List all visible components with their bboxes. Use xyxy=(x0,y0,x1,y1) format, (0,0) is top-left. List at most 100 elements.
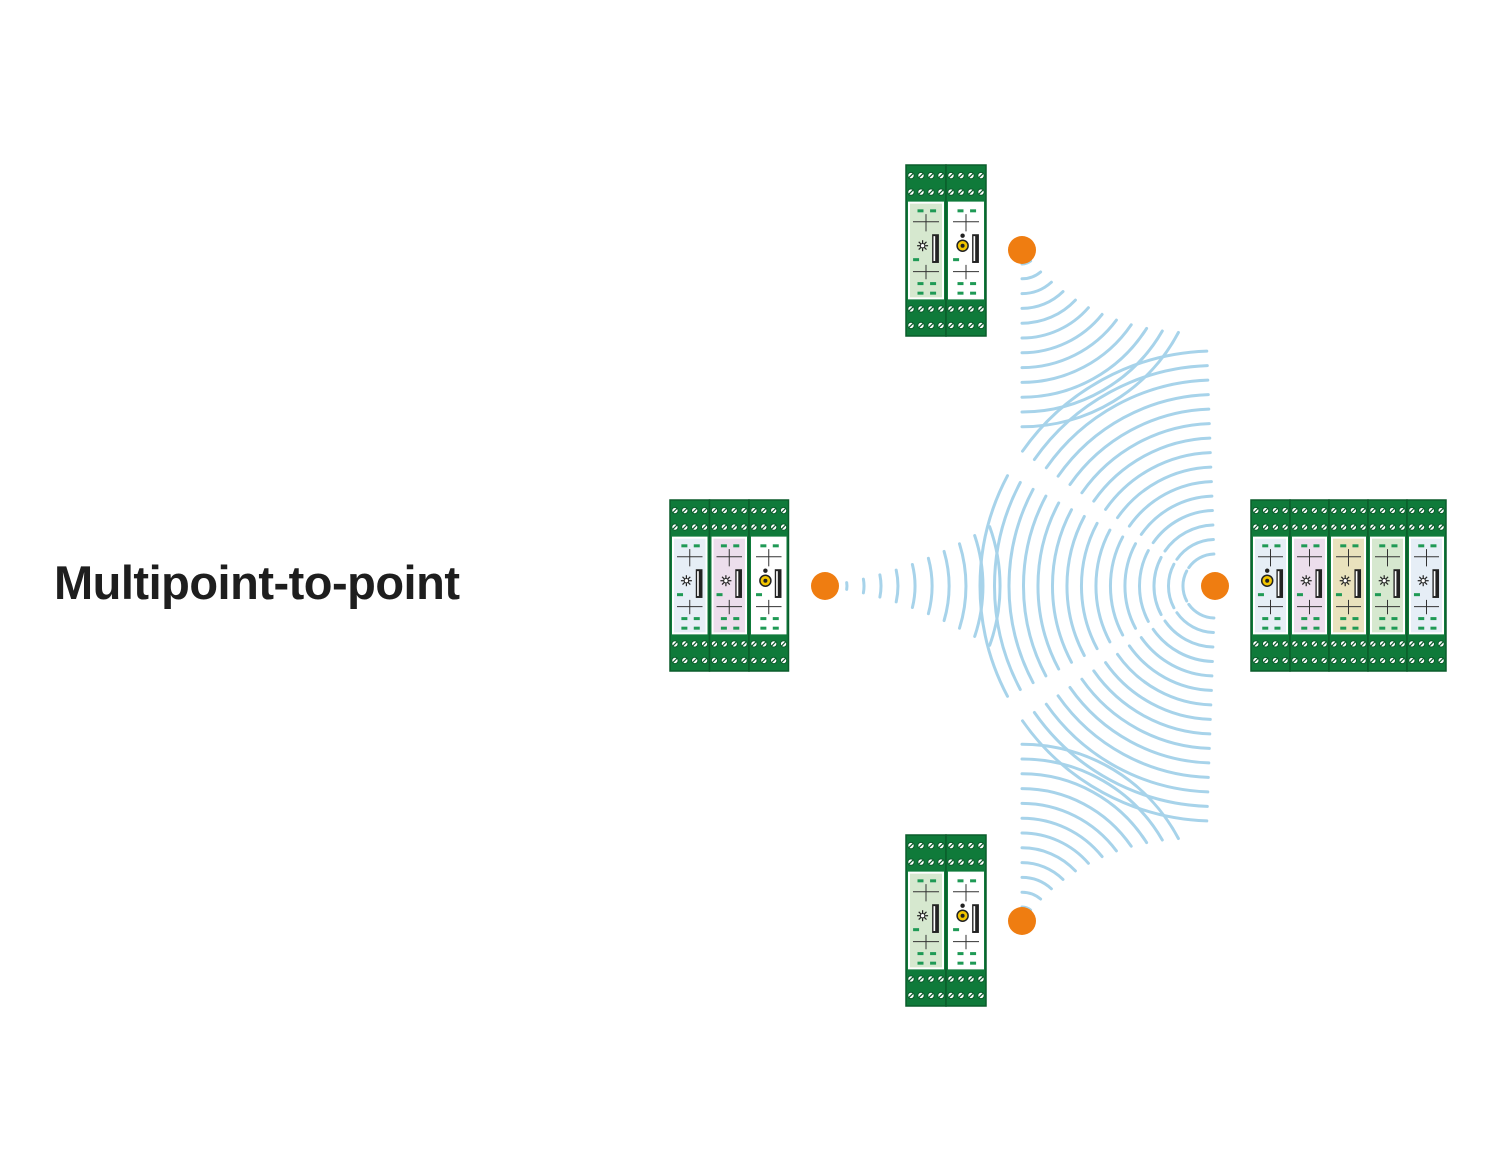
remote-station-bottom xyxy=(905,834,987,1007)
status-led-icon xyxy=(1417,575,1429,587)
wave-arc xyxy=(1065,515,1086,657)
wave-arc xyxy=(1020,757,1164,842)
wave-arc xyxy=(988,525,1002,647)
status-led-icon xyxy=(917,910,929,922)
brand-strip xyxy=(695,569,703,598)
wave-arc xyxy=(1116,465,1213,520)
wave-arc xyxy=(1123,542,1137,630)
wave-arc xyxy=(1020,801,1118,853)
status-led-icon xyxy=(917,240,929,252)
wave-arc xyxy=(1109,535,1125,637)
radio-wave-icon xyxy=(845,259,1216,912)
wave-arc xyxy=(1020,298,1077,325)
wave-arc xyxy=(1020,772,1149,845)
wave-arc xyxy=(1020,306,1090,340)
brand-strip xyxy=(1432,569,1440,598)
antenna-dot-icon xyxy=(1008,907,1036,935)
wave-arc xyxy=(1021,349,1209,453)
wave-arc xyxy=(1032,364,1209,461)
wave-arc xyxy=(1151,509,1214,545)
wave-arc xyxy=(1020,816,1104,859)
wave-arc xyxy=(993,481,1022,691)
wave-arc xyxy=(1020,270,1043,281)
brand-strip xyxy=(1354,569,1362,598)
antenna-dot-icon xyxy=(1201,572,1229,600)
antenna-dot-icon xyxy=(1008,236,1036,264)
wave-arc xyxy=(1020,861,1065,881)
wave-arc xyxy=(1116,652,1213,707)
status-led-icon xyxy=(1339,575,1351,587)
wave-arc xyxy=(1020,326,1149,399)
wave-arc xyxy=(1020,312,1104,355)
wave-arc xyxy=(1181,569,1189,603)
brand-strip xyxy=(1393,569,1401,598)
wave-arc xyxy=(1020,875,1053,891)
brand-strip xyxy=(972,904,979,933)
wave-arc xyxy=(1021,719,1209,823)
wave-arc xyxy=(1080,677,1211,750)
wave-arc xyxy=(910,563,917,609)
wave-arc xyxy=(1007,487,1035,685)
wave-arc xyxy=(973,534,985,638)
wave-arc xyxy=(1020,890,1043,901)
remote-station-middle xyxy=(669,499,790,672)
wave-arc xyxy=(1104,661,1212,721)
status-led-icon xyxy=(680,575,692,587)
wave-arc xyxy=(978,474,1009,698)
wave-arc xyxy=(1187,552,1216,570)
wave-arc xyxy=(1020,846,1077,873)
central-station xyxy=(1250,499,1447,672)
brand-strip xyxy=(1276,569,1284,598)
wave-arc xyxy=(1139,494,1214,536)
wave-arc xyxy=(1080,422,1211,495)
brand-strip xyxy=(932,234,939,263)
wave-arc xyxy=(1079,521,1099,651)
wave-arc xyxy=(1036,501,1061,671)
brand-strip xyxy=(774,569,782,598)
wave-arc xyxy=(1032,711,1209,808)
wave-arc xyxy=(1163,523,1215,553)
brand-strip xyxy=(972,234,979,263)
wave-arc xyxy=(1020,323,1133,384)
wave-arc xyxy=(1020,318,1118,370)
wave-arc xyxy=(1092,669,1212,736)
diagram-title: Multipoint-to-point xyxy=(54,556,460,609)
wave-arc xyxy=(1187,602,1216,620)
wave-arc xyxy=(1163,619,1215,649)
remote-station-top xyxy=(905,164,987,337)
wave-arc xyxy=(1068,407,1211,486)
brand-strip xyxy=(1315,569,1323,598)
wave-arc xyxy=(1020,331,1180,429)
wave-arc xyxy=(1175,611,1215,634)
wave-arc xyxy=(1139,636,1214,678)
wave-arc xyxy=(1175,538,1215,561)
wave-arc xyxy=(1056,393,1210,478)
status-led-icon xyxy=(1378,575,1390,587)
wave-arc xyxy=(878,573,883,599)
wave-arc xyxy=(926,556,934,616)
wave-arc xyxy=(1044,702,1210,794)
wave-arc xyxy=(1020,280,1053,296)
wave-arc xyxy=(1022,494,1048,678)
wave-arc xyxy=(1068,686,1211,765)
wave-arc xyxy=(1020,742,1180,840)
wave-arc xyxy=(1127,480,1213,528)
wave-arc xyxy=(1020,290,1065,310)
status-led-icon xyxy=(1300,575,1312,587)
wave-arc xyxy=(1094,528,1112,644)
wave-arc xyxy=(1166,562,1176,610)
wave-arc xyxy=(1138,549,1150,623)
wave-arc xyxy=(1104,451,1212,511)
brand-strip xyxy=(932,904,939,933)
wave-arc xyxy=(1020,831,1090,865)
wave-arc xyxy=(1056,694,1210,779)
wave-arc xyxy=(958,542,968,630)
wave-arc xyxy=(1127,644,1213,692)
wave-arc xyxy=(1020,787,1133,848)
wave-arc xyxy=(1044,378,1210,470)
wave-arc xyxy=(942,549,951,623)
wave-arc xyxy=(1151,627,1214,663)
wave-arc xyxy=(1051,508,1073,664)
antenna-dot-icon xyxy=(811,572,839,600)
